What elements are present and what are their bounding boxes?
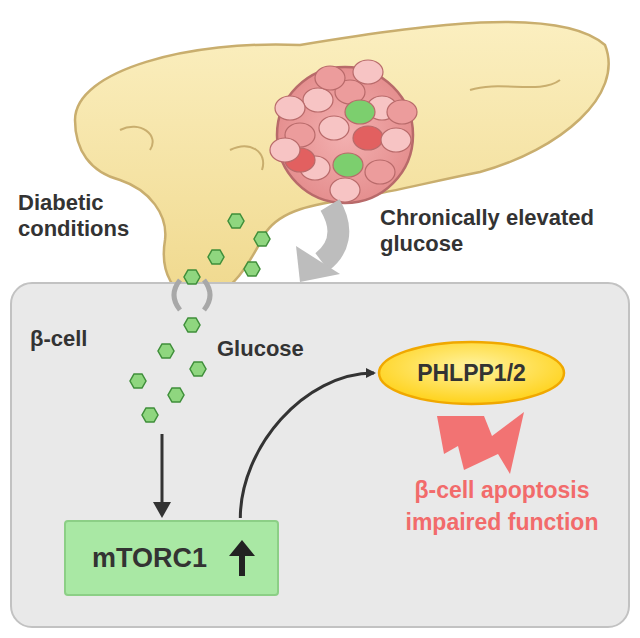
islet-cell <box>353 126 383 150</box>
islet-cell <box>365 160 395 184</box>
annotation-text: Glucose <box>217 336 357 362</box>
connector-arrow <box>240 373 374 518</box>
islet-cell <box>387 100 417 124</box>
up-arrow-head <box>229 540 255 556</box>
glucose-arrow-head <box>153 502 171 518</box>
pancreas <box>75 22 609 298</box>
process-box: mTORC1 <box>64 520 279 596</box>
islet-cell <box>303 88 333 112</box>
annotation-text: Chronically elevated glucose <box>380 205 630 257</box>
glucose-arrow <box>161 434 164 504</box>
glucose-inside <box>130 270 206 422</box>
islet-cells <box>270 60 417 202</box>
islet-cell <box>270 138 300 162</box>
annotation-text: Diabetic conditions <box>18 190 158 242</box>
cell-panel: β-cell mTORC1 PHLPP1/2 Glucose β-cell apopto… <box>10 282 630 628</box>
islet-cell <box>319 116 349 140</box>
ellipse-shape <box>379 342 564 404</box>
node-text: PHLPP1/2 <box>417 360 526 387</box>
islet-cell <box>330 178 360 202</box>
big-arrow-head <box>296 246 340 282</box>
outcome-text: β-cell apoptosis impaired function <box>392 474 612 538</box>
islet-cell <box>353 60 383 84</box>
glucose-outside <box>208 214 270 276</box>
islet-cell <box>315 66 345 90</box>
islet-cell <box>275 96 305 120</box>
enzyme-ellipse: PHLPP1/2 <box>377 340 566 406</box>
panel-heading: β-cell <box>30 326 87 352</box>
islet <box>277 67 413 203</box>
islet-cell <box>333 153 363 177</box>
big-arrow <box>322 205 338 262</box>
islet-cell <box>345 100 375 124</box>
node-text: mTORC1 <box>92 543 207 574</box>
islet-cell <box>381 128 411 152</box>
lightning-bolt <box>437 412 524 474</box>
up-arrow <box>229 540 255 576</box>
